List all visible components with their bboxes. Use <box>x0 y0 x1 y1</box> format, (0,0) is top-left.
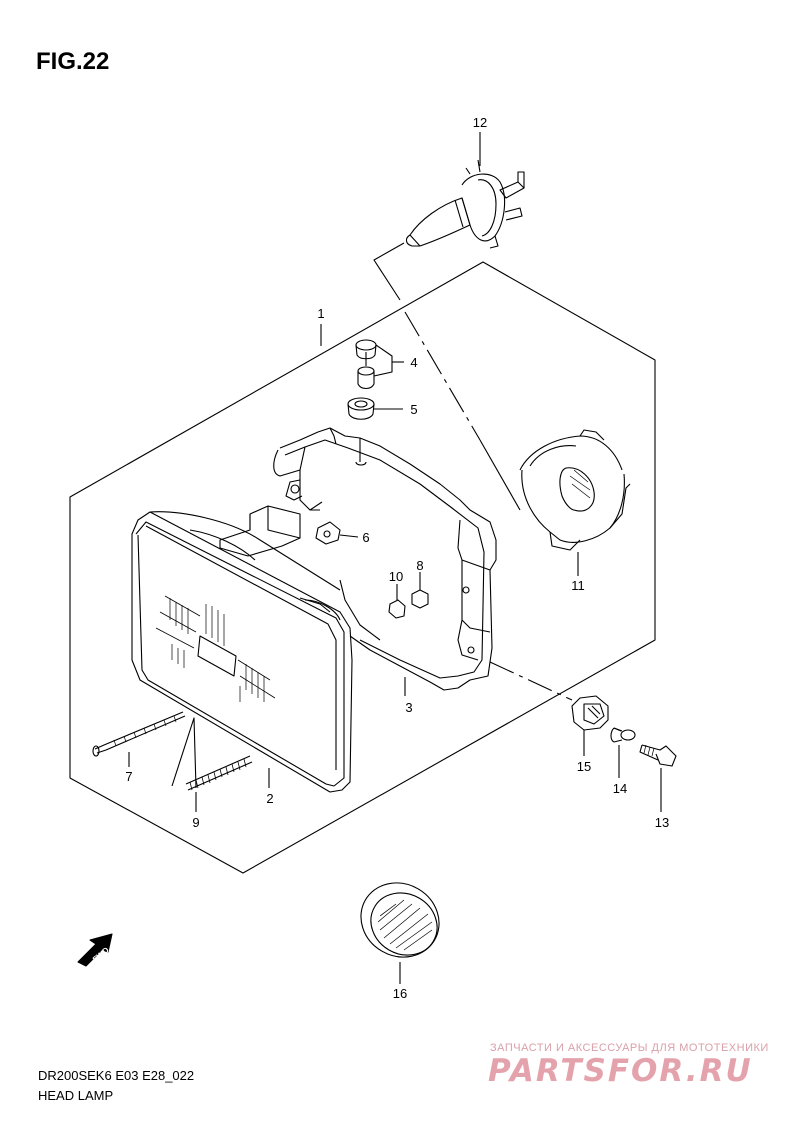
bolt-part-13 <box>639 744 677 767</box>
callout-12: 12 <box>473 115 487 130</box>
figure-label: FIG.22 <box>36 48 110 75</box>
screw-part-4 <box>355 339 377 390</box>
headlamp-case-part-3 <box>273 427 497 691</box>
headlamp-lens-part-2 <box>131 511 353 793</box>
section-title: HEAD LAMP <box>38 1088 114 1103</box>
bracket-part-6 <box>219 505 341 557</box>
callout-7: 7 <box>125 769 132 784</box>
callout-11: 11 <box>571 578 585 593</box>
callout-16: 16 <box>393 986 407 1001</box>
nut-part-8 <box>411 572 429 609</box>
watermark-subtitle: ЗАПЧАСТИ И АКСЕССУАРЫ ДЛЯ МОТОТЕХНИКИ <box>490 1042 769 1054</box>
callout-4-leader <box>373 344 393 377</box>
fwd-arrow-icon: FWD <box>77 933 113 967</box>
reflector-part-16 <box>360 882 440 958</box>
spring-leader <box>171 717 197 789</box>
callout-15: 15 <box>577 759 591 774</box>
bulb-leader-line <box>373 242 405 301</box>
callout-10: 10 <box>389 569 403 584</box>
callout-13: 13 <box>655 815 669 830</box>
callout-6: 6 <box>362 530 369 545</box>
clip-part-10 <box>388 584 406 619</box>
assembly-boundary <box>69 261 656 874</box>
collar-part-14 <box>610 727 636 743</box>
bulb-part-12 <box>405 159 525 249</box>
grommet-part-5 <box>347 397 375 420</box>
callout-4: 4 <box>410 355 417 370</box>
callout-5: 5 <box>410 402 417 417</box>
adjusting-screw-part-7 <box>92 711 186 757</box>
watermark-brand: PARTSFOR.RU <box>488 1053 753 1089</box>
model-code: DR200SEK6 E03 E28_022 <box>38 1068 195 1083</box>
socket-cover-part-11 <box>519 429 631 551</box>
callout-1: 1 <box>317 306 324 321</box>
callout-8: 8 <box>416 558 423 573</box>
callout-3: 3 <box>405 700 412 715</box>
callout-2: 2 <box>266 791 273 806</box>
callout-9: 9 <box>192 815 199 830</box>
callout-14: 14 <box>613 781 627 796</box>
mounting-bush-part-15 <box>571 695 609 731</box>
